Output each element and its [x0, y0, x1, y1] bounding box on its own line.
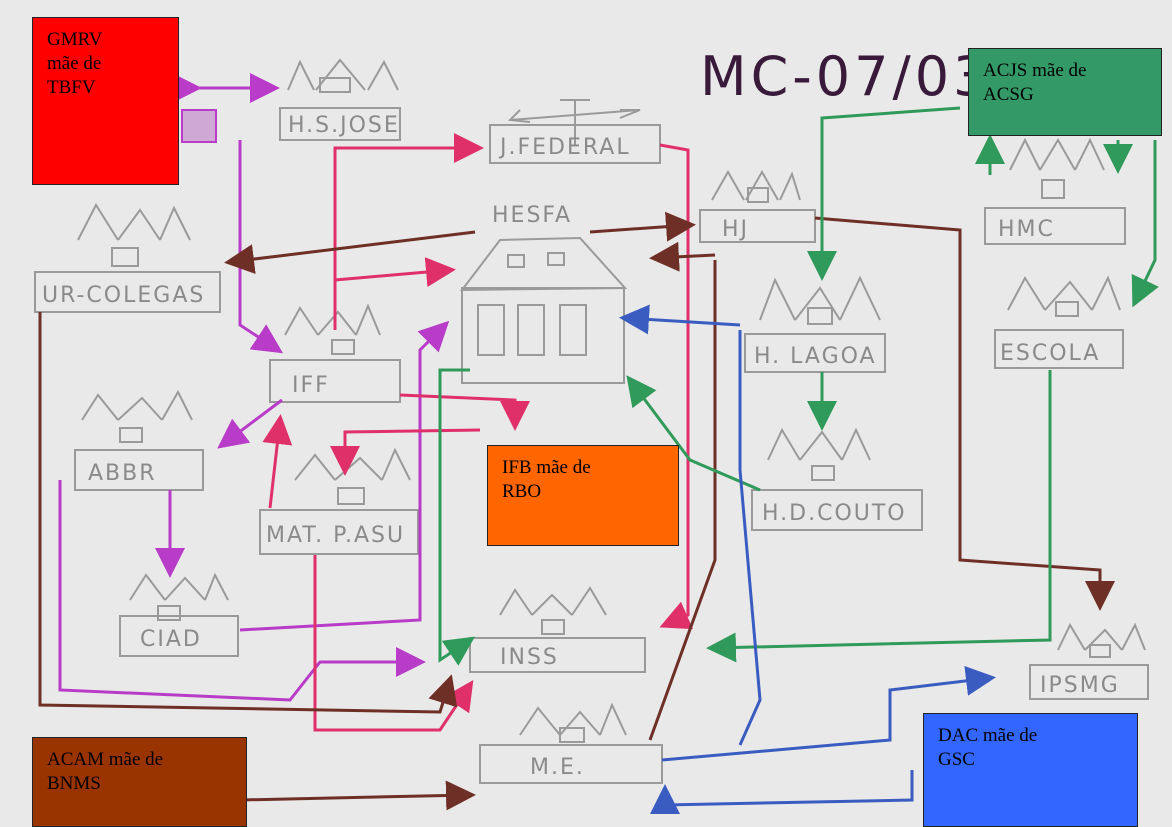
note-gmrv: GMRV mãe de TBFV [32, 17, 179, 185]
node-h-d-couto: H.D.COUTO [752, 430, 922, 530]
node-abbr: ABBR [75, 392, 203, 490]
node-abbr-label: ABBR [88, 461, 157, 486]
node-ipsmg: IPSMG [1030, 625, 1148, 699]
node-h-lagoa-label: H. LAGOA [754, 344, 877, 369]
node-inss: INSS [470, 588, 645, 672]
note-acjs: ACJS mãe de ACSG [968, 48, 1162, 136]
node-hs-jose-label: H.S.JOSE [288, 113, 400, 138]
node-hs-jose: H.S.JOSE [280, 60, 400, 140]
node-hj-label: HJ [722, 217, 749, 242]
node-iff-label: IFF [292, 373, 330, 398]
arrows-pink [270, 145, 688, 730]
node-ur-colegas: UR-COLEGAS [35, 205, 220, 312]
note-gmrv-text: GMRV mãe de TBFV [47, 28, 164, 99]
node-inss-label: INSS [500, 645, 559, 670]
node-h-lagoa: H. LAGOA [745, 278, 885, 372]
note-ifb: IFB mãe de RBO [487, 445, 679, 546]
note-dac: DAC mãe de GSC [923, 713, 1138, 827]
node-escola-label: ESCOLA [1000, 341, 1100, 366]
note-acjs-text: ACJS mãe de ACSG [983, 59, 1147, 107]
node-escola: ESCOLA [995, 278, 1123, 368]
node-ur-colegas-label: UR-COLEGAS [42, 283, 205, 308]
diagram-title: MC-07/03 [700, 45, 991, 108]
node-mat-pasu: MAT. P.ASU [260, 450, 418, 554]
node-hmc-label: HMC [998, 217, 1055, 242]
note-dac-text: DAC mãe de GSC [938, 724, 1123, 772]
node-mat-pasu-label: MAT. P.ASU [266, 523, 405, 548]
note-ifb-text: IFB mãe de RBO [502, 456, 664, 504]
node-j-federal-label: J.FEDERAL [498, 135, 631, 160]
node-j-federal: J.FEDERAL [490, 100, 660, 163]
node-me: M.E. [480, 705, 662, 783]
node-ciad: CIAD [120, 575, 238, 656]
gmrv-marker-icon [182, 110, 216, 142]
node-ciad-label: CIAD [140, 627, 202, 652]
node-hj: HJ [700, 172, 815, 242]
node-hesfa-label: HESFA [492, 203, 572, 228]
node-me-label: M.E. [530, 755, 585, 780]
node-ipsmg-label: IPSMG [1040, 673, 1120, 698]
note-acam: ACAM mãe de BNMS [32, 737, 247, 827]
node-hmc: HMC [985, 140, 1125, 244]
node-h-d-couto-label: H.D.COUTO [762, 501, 907, 526]
note-acam-text: ACAM mãe de BNMS [47, 748, 232, 796]
